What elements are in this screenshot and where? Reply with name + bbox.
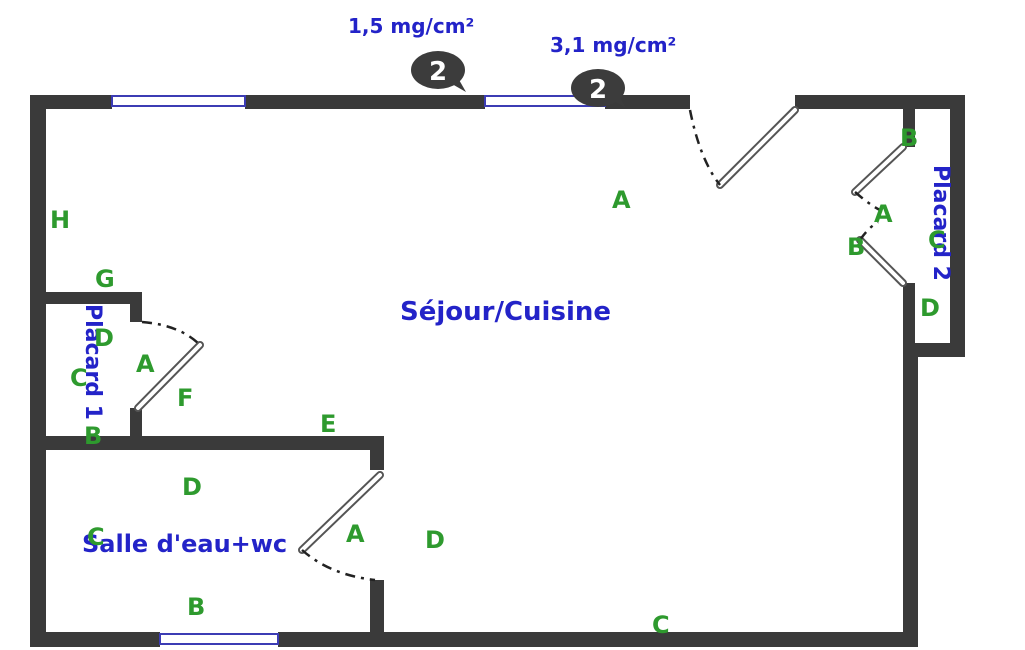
wall-letter: A bbox=[874, 200, 893, 228]
measurement-2: 3,1 mg/cm² 2 bbox=[550, 33, 676, 108]
wall-top-3 bbox=[605, 95, 690, 109]
wall-top-4 bbox=[795, 95, 965, 109]
walls bbox=[30, 95, 965, 647]
wall-letter: C bbox=[70, 364, 88, 392]
wall-bottom-1 bbox=[30, 632, 160, 647]
door-entrance bbox=[688, 106, 799, 189]
window-top-left bbox=[111, 95, 246, 107]
badge: 2 bbox=[571, 69, 626, 108]
room-label-placard1: Placard 1 bbox=[80, 304, 105, 420]
window-bottom bbox=[159, 633, 279, 645]
wall-letter: C bbox=[652, 611, 670, 639]
wall-salle-right-bottom bbox=[370, 580, 384, 647]
wall-letter: B bbox=[187, 593, 205, 621]
badge-number: 2 bbox=[429, 57, 447, 87]
measurement-1: 1,5 mg/cm² 2 bbox=[348, 14, 474, 92]
room-label-salle: Salle d'eau+wc bbox=[82, 530, 287, 558]
wall-letter: A bbox=[136, 350, 155, 378]
wall-letter: C bbox=[87, 523, 105, 551]
windows bbox=[111, 95, 606, 645]
doors bbox=[134, 106, 907, 582]
wall-placard2-right bbox=[950, 95, 965, 357]
wall-letter: D bbox=[425, 526, 445, 554]
wall-letter: F bbox=[177, 384, 193, 412]
wall-top-1 bbox=[30, 95, 112, 109]
wall-letter: B bbox=[847, 233, 865, 261]
door-placard1 bbox=[134, 320, 204, 412]
room-label-sejour: Séjour/Cuisine bbox=[400, 297, 611, 327]
measurement-value: 1,5 mg/cm² bbox=[348, 14, 474, 38]
wall-letter: A bbox=[612, 186, 631, 214]
wall-letter: B bbox=[900, 124, 918, 152]
badge: 2 bbox=[411, 51, 466, 92]
wall-letters: A H G E F D C A C B D B A B C D D A B C bbox=[50, 124, 946, 639]
wall-left bbox=[30, 95, 46, 647]
wall-placard2-inner-bottom bbox=[903, 283, 915, 357]
measurement-value: 3,1 mg/cm² bbox=[550, 33, 676, 57]
wall-right-lower bbox=[903, 345, 918, 647]
wall-salle-top bbox=[30, 436, 384, 450]
wall-letter: B bbox=[84, 422, 102, 450]
wall-placard2-inner-top bbox=[903, 95, 915, 147]
door-placard2 bbox=[851, 143, 907, 287]
wall-letter: A bbox=[346, 520, 365, 548]
door-salle bbox=[298, 471, 384, 582]
wall-letter: C bbox=[928, 226, 946, 254]
badge-number: 2 bbox=[589, 75, 607, 105]
room-label-placard2: Placard 2 bbox=[928, 165, 953, 281]
wall-letter: D bbox=[920, 294, 940, 322]
wall-placard1-door-jamb-top bbox=[130, 292, 142, 322]
wall-letter: D bbox=[182, 473, 202, 501]
wall-top-2 bbox=[245, 95, 485, 109]
wall-placard1-door-jamb-bottom bbox=[130, 408, 142, 442]
wall-letter: H bbox=[50, 206, 70, 234]
wall-salle-right-top bbox=[370, 436, 384, 470]
wall-letter: D bbox=[94, 324, 114, 352]
wall-letter: E bbox=[320, 410, 336, 438]
wall-placard1-top bbox=[30, 292, 142, 304]
wall-bottom-2 bbox=[278, 632, 918, 647]
wall-letter: G bbox=[95, 265, 115, 293]
wall-placard2-bottom bbox=[903, 343, 965, 357]
